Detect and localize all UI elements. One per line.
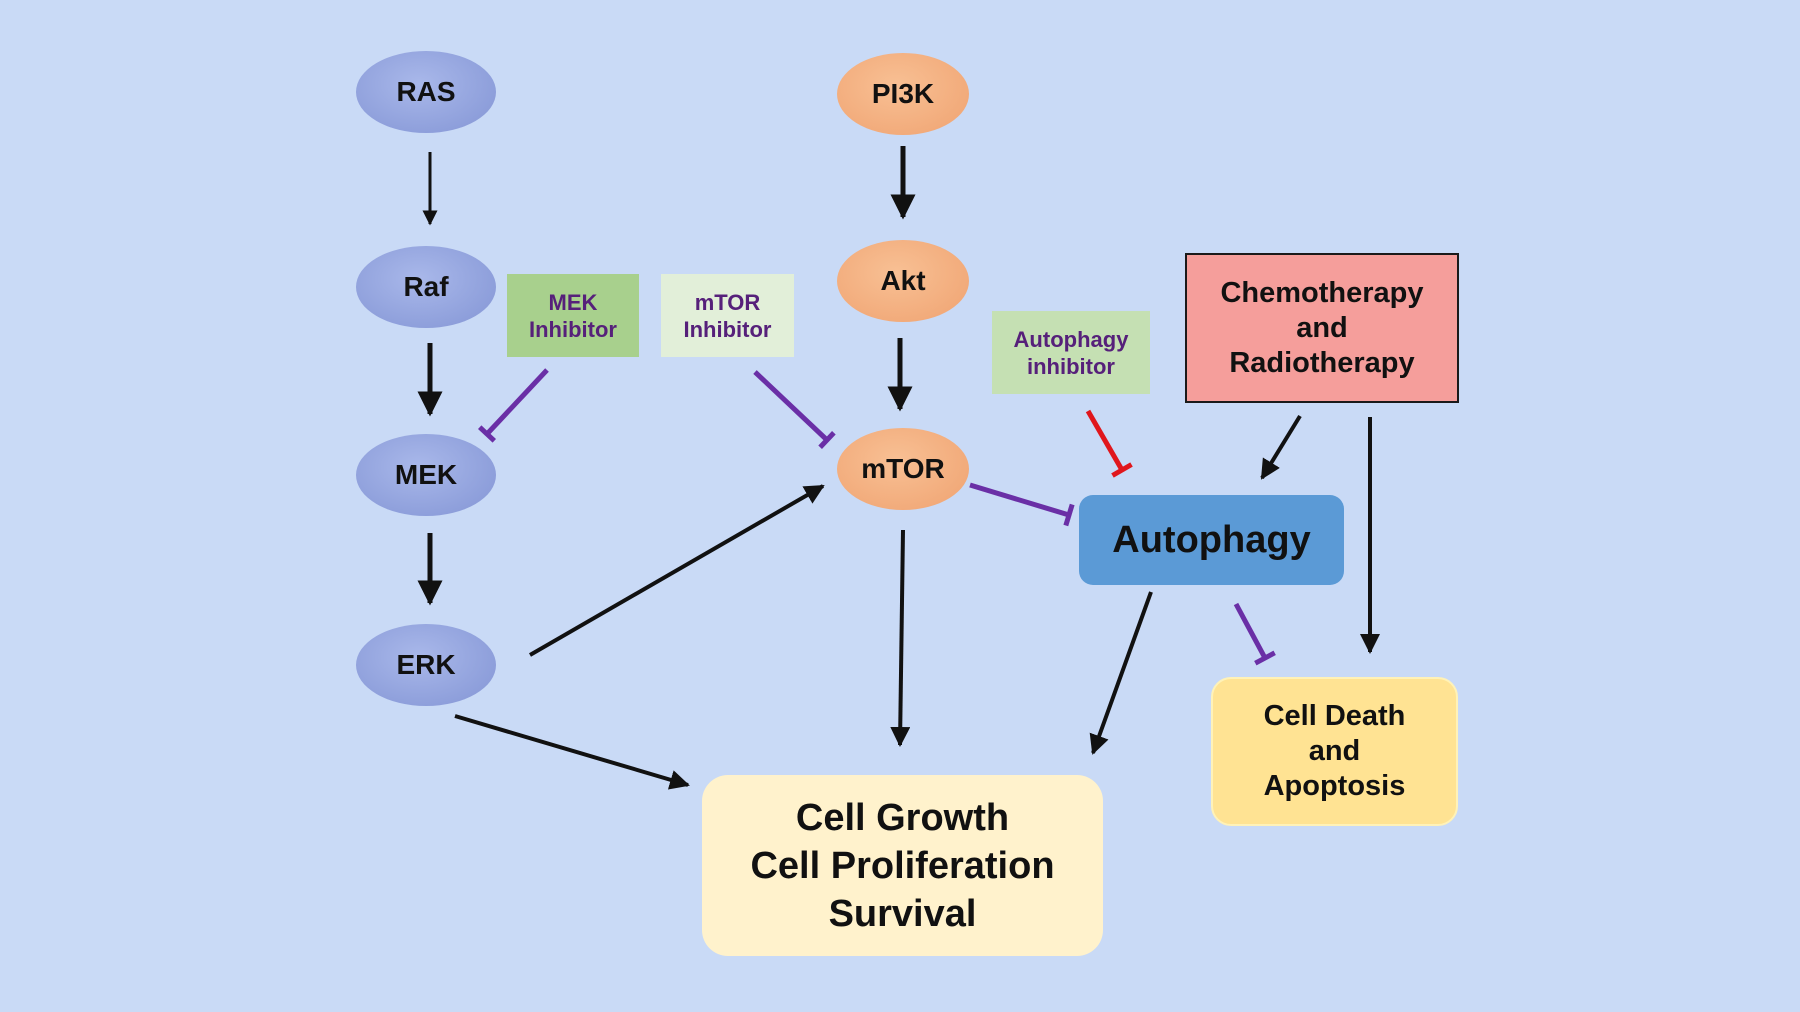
edge-chemo-autophagy — [1260, 414, 1302, 480]
edge-erk-cellgrowth-line — [454, 714, 690, 790]
erk-label: ERK — [396, 649, 456, 680]
edge-mtor-autophagy-bar — [1063, 503, 1075, 527]
edge-erk-mtor-line — [529, 484, 825, 657]
edge-mekinhib-mek — [477, 368, 549, 443]
edge-mtor-cellgrowth-line — [890, 529, 911, 747]
erk-node: ERK — [356, 624, 496, 706]
edge-mekinhib-mek-bar — [477, 425, 497, 443]
cell-death-line-2: and — [1308, 735, 1361, 767]
edge-mtor-autophagy-line — [969, 482, 1070, 518]
edge-autophagy-celldeath-bar — [1254, 650, 1276, 666]
autophagy-node: Autophagy — [1079, 495, 1344, 585]
raf-node: Raf — [356, 246, 496, 328]
mek-label: MEK — [394, 459, 458, 490]
edge-erk-mtor — [529, 484, 825, 657]
autophagy-inhibitor-box: Autophagy inhibitor — [992, 311, 1150, 394]
cell-growth-line-3: Survival — [828, 892, 977, 935]
edge-autophagy-celldeath — [1233, 602, 1276, 666]
chemo-radio-box: Chemotherapy and Radiotherapy — [1185, 253, 1459, 403]
autophagy-inhibitor-line-1: Autophagy — [1013, 326, 1129, 352]
chemo-radio-line-1: Chemotherapy — [1220, 276, 1424, 309]
mek-node: MEK — [356, 434, 496, 516]
edge-autophaginhib-autophagy — [1085, 409, 1133, 478]
edge-autophagy-cellgrowth-line — [1089, 591, 1153, 755]
ras-node: RAS — [356, 51, 496, 133]
pi3k-label: PI3K — [871, 78, 935, 109]
edge-autophaginhib-autophagy-line — [1085, 409, 1125, 472]
edge-chemo-autophagy-line — [1260, 414, 1302, 480]
edge-mekinhib-mek-line — [485, 368, 549, 436]
cell-growth-line-2: Cell Proliferation — [750, 844, 1055, 887]
edge-mtorinhib-mtor — [753, 370, 836, 449]
cell-death-line-1: Cell Death — [1263, 700, 1406, 732]
chemo-radio-line-2: and — [1296, 311, 1348, 344]
mtor-inhibitor-box: mTOR Inhibitor — [661, 274, 794, 357]
pi3k-node: PI3K — [837, 53, 969, 135]
akt-label: Akt — [880, 265, 926, 296]
mtor-inhibitor-line-1: mTOR — [694, 289, 761, 315]
edge-mtorinhib-mtor-line — [753, 370, 829, 442]
edge-erk-cellgrowth — [454, 714, 690, 790]
ras-label: RAS — [396, 76, 456, 107]
cell-growth-line-1: Cell Growth — [795, 796, 1010, 839]
mtor-node: mTOR — [837, 428, 969, 510]
mtor-label: mTOR — [861, 453, 945, 484]
akt-node: Akt — [837, 240, 969, 322]
edge-mtorinhib-mtor-bar — [818, 431, 836, 449]
mtor-inhibitor-line-2: Inhibitor — [683, 316, 772, 342]
raf-label: Raf — [403, 271, 449, 302]
cell-growth-box: Cell Growth Cell Proliferation Survival — [702, 775, 1103, 956]
cell-death-box: Cell Death and Apoptosis — [1211, 677, 1458, 826]
edge-mtor-cellgrowth — [890, 529, 911, 747]
edge-autophagy-cellgrowth — [1089, 591, 1153, 755]
autophagy-inhibitor-line-2: inhibitor — [1027, 353, 1115, 379]
mek-inhibitor-line-2: Inhibitor — [529, 316, 617, 342]
chemo-radio-line-3: Radiotherapy — [1229, 346, 1415, 379]
mek-inhibitor-line-1: MEK — [548, 289, 598, 315]
cell-death-line-3: Apoptosis — [1263, 770, 1406, 802]
autophagy-label: Autophagy — [1112, 518, 1311, 561]
edge-autophaginhib-autophagy-bar — [1111, 462, 1133, 478]
edge-mtor-autophagy — [969, 482, 1075, 527]
edge-autophagy-celldeath-line — [1233, 602, 1268, 660]
mek-inhibitor-box: MEK Inhibitor — [507, 274, 639, 357]
